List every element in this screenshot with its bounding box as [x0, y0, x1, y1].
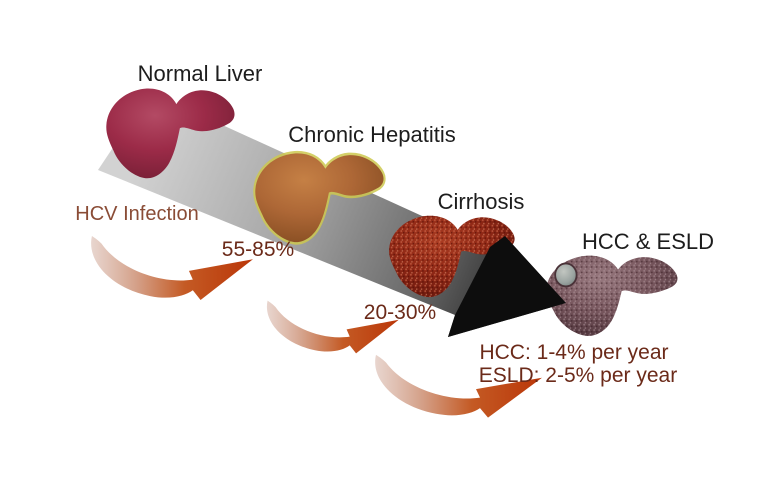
stage-label-cirrhosis: Cirrhosis [437, 189, 525, 214]
stage-label-hcc-esld: HCC & ESLD [581, 229, 715, 254]
stage-label-normal-liver: Normal Liver [137, 61, 263, 86]
stage-label-chronic-hepatitis: Chronic Hepatitis [288, 122, 456, 147]
esld-outcome-rate-label: ESLD: 2-5% per year [478, 364, 678, 387]
hcc-esld-liver-illustration [546, 255, 678, 337]
hcc-outcome-rate-label: HCC: 1-4% per year [479, 341, 669, 364]
progression-rate-label-1: 55-85% [221, 238, 295, 261]
tumor-nodule-icon [554, 262, 578, 288]
hcv-infection-label: HCV Infection [75, 203, 199, 225]
progression-rate-label-2: 20-30% [363, 301, 437, 324]
progression-arrowhead-icon [448, 236, 566, 337]
